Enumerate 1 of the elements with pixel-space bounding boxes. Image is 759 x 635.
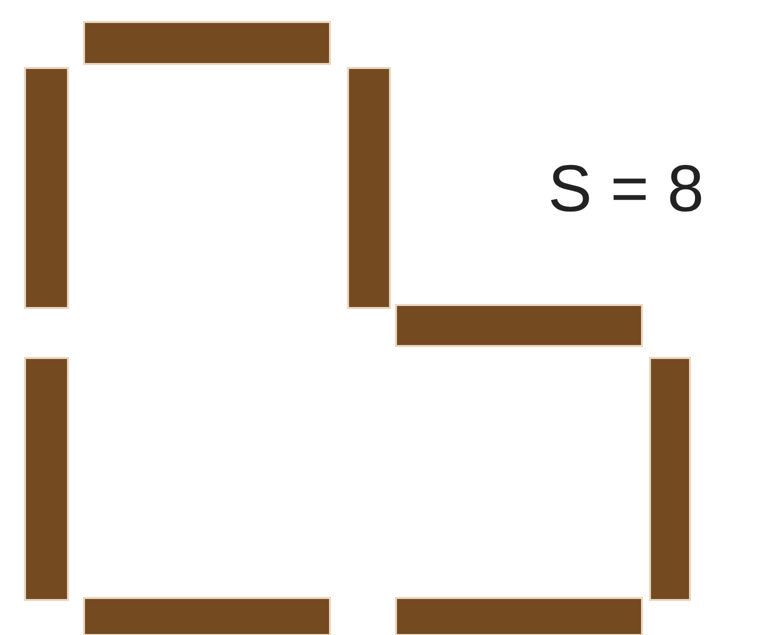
area-label: S = 8 [548,150,704,227]
